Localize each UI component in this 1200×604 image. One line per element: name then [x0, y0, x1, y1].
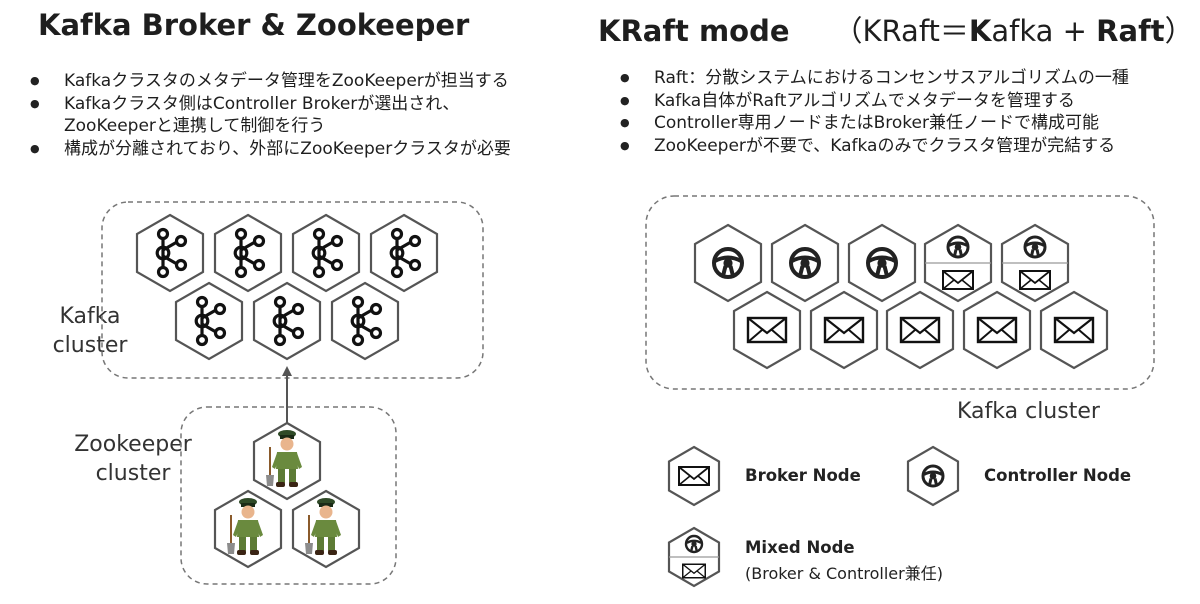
envelope-icon — [942, 270, 974, 290]
controller-node-hex — [693, 223, 763, 303]
arrow-head — [282, 366, 292, 376]
right-bullet-4: ZooKeeperが不要で、Kafkaのみでクラスタ管理が完結する — [620, 135, 1129, 158]
left-bullet-list: Kafkaクラスタのメタデータ管理をZooKeeperが担当する Kafkaクラ… — [30, 70, 511, 160]
broker-node-hex — [732, 290, 802, 370]
kafka-broker-hex — [252, 281, 322, 361]
envelope-icon — [682, 563, 706, 579]
legend-broker-hex — [667, 445, 721, 507]
kafka-broker-hex — [135, 213, 205, 293]
broker-node-hex — [962, 290, 1032, 370]
kafka-cluster-label: Kafka cluster — [52, 304, 128, 358]
kafka-broker-hex — [174, 281, 244, 361]
controller-node-hex — [770, 223, 840, 303]
broker-node-hex — [1039, 290, 1109, 370]
kafka-broker-hex — [291, 213, 361, 293]
right-title-sub-k: K — [968, 14, 992, 48]
envelope-icon — [1053, 316, 1095, 344]
right-title-sub-raft: Raft — [1096, 14, 1165, 48]
envelope-icon — [1019, 270, 1051, 290]
kafka-broker-hex — [330, 281, 400, 361]
broker-node-hex — [885, 290, 955, 370]
envelope-icon — [823, 316, 865, 344]
right-title: KRaft mode（KRaft＝Kafka + Raft） — [598, 14, 1194, 48]
right-bullet-1: Raft：分散システムにおけるコンセンサスアルゴリズムの一種 — [620, 67, 1129, 90]
legend-mixed-label: Mixed Node — [745, 538, 855, 557]
envelope-icon — [746, 316, 788, 344]
right-title-sub-open: （KRaft＝ — [833, 14, 969, 48]
legend-broker-label: Broker Node — [745, 466, 861, 485]
right-bullet-list: Raft：分散システムにおけるコンセンサスアルゴリズムの一種 Kafka自体がR… — [620, 67, 1129, 157]
left-bullet-1: Kafkaクラスタのメタデータ管理をZooKeeperが担当する — [30, 70, 511, 93]
broker-node-hex — [809, 290, 879, 370]
mixed-node-hex — [1000, 223, 1070, 303]
legend-controller-hex — [906, 445, 960, 507]
controller-node-hex — [847, 223, 917, 303]
left-bullet-2: Kafkaクラスタ側はController Brokerが選出され、 — [30, 93, 511, 116]
envelope-icon — [678, 466, 710, 486]
right-bullet-3: Controller専用ノードまたはBroker兼任ノードで構成可能 — [620, 112, 1129, 135]
envelope-icon — [899, 316, 941, 344]
right-title-sub-close: ） — [1164, 14, 1194, 48]
kafka-cluster-border — [101, 201, 484, 379]
kafka-broker-hex — [369, 213, 439, 293]
zookeeper-node-hex — [291, 489, 361, 569]
left-bullet-3: 構成が分離されており、外部にZooKeeperクラスタが必要 — [30, 138, 511, 161]
zookeeper-node-hex — [252, 421, 322, 501]
legend-controller-label: Controller Node — [984, 466, 1132, 485]
envelope-icon — [976, 316, 1018, 344]
right-bullet-2: Kafka自体がRaftアルゴリズムでメタデータを管理する — [620, 90, 1129, 113]
right-title-sub-afka: afka + — [991, 14, 1097, 48]
left-bullet-2-continued: ZooKeeperと連携して制御を行う — [64, 116, 326, 136]
mixed-node-hex — [923, 223, 993, 303]
left-title: Kafka Broker & Zookeeper — [38, 8, 470, 42]
legend-mixed-hex — [667, 526, 721, 588]
kafka-broker-hex — [213, 213, 283, 293]
zookeeper-cluster-border — [180, 406, 397, 585]
legend-mixed-sublabel: (Broker & Controller兼任) — [745, 564, 943, 583]
kraft-cluster-border — [645, 195, 1155, 390]
zookeeper-cluster-label: Zookeeper cluster — [74, 432, 192, 486]
kraft-kafka-cluster-label: Kafka cluster — [957, 399, 1100, 424]
zookeeper-node-hex — [213, 489, 283, 569]
